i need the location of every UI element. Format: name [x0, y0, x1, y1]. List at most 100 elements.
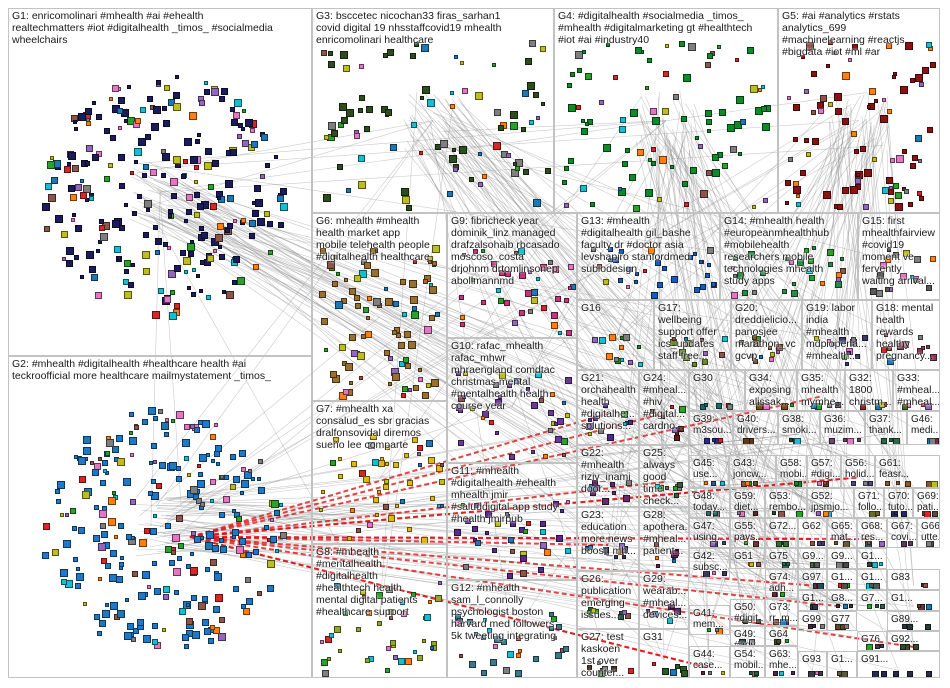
- vertex-icon: [717, 45, 721, 49]
- vertex-icon: [834, 541, 838, 545]
- vertex-icon: [812, 246, 816, 250]
- vertex-icon: [735, 58, 739, 62]
- vertex-icon: [249, 220, 256, 227]
- vertex-icon: [430, 496, 435, 501]
- vertex-icon: [349, 334, 356, 341]
- vertex-icon: [564, 298, 569, 303]
- group-cell-g16: G16: [577, 300, 654, 370]
- vertex-icon: [181, 174, 186, 179]
- vertex-icon: [182, 634, 189, 641]
- group-label: G1...: [861, 551, 884, 562]
- vertex-icon: [505, 271, 511, 277]
- vertex-icon: [134, 160, 138, 164]
- vertex-icon: [652, 662, 656, 666]
- vertex-icon: [230, 149, 237, 156]
- vertex-icon: [556, 624, 562, 630]
- vertex-icon: [194, 536, 201, 543]
- vertex-icon: [329, 633, 334, 638]
- vertex-icon: [211, 459, 215, 463]
- vertex-icon: [163, 120, 170, 127]
- vertex-icon: [896, 155, 904, 163]
- vertex-icon: [173, 156, 181, 164]
- vertex-icon: [206, 295, 211, 300]
- vertex-icon: [744, 541, 748, 545]
- vertex-icon: [440, 140, 448, 148]
- group-cell-g59: G59: diet...: [730, 488, 765, 518]
- vertex-icon: [388, 382, 392, 386]
- vertex-icon: [702, 359, 708, 365]
- vertex-icon: [492, 63, 496, 67]
- group-cell-g66: G66: utte...: [917, 518, 940, 548]
- vertex-icon: [162, 153, 170, 161]
- vertex-icon: [756, 403, 763, 410]
- vertex-icon: [471, 278, 475, 282]
- vertex-icon: [210, 625, 215, 630]
- vertex-icon: [267, 560, 275, 568]
- vertex-icon: [485, 531, 489, 535]
- vertex-icon: [104, 176, 110, 182]
- vertex-icon: [184, 219, 188, 223]
- group-cell-g55: G55: pays...: [730, 518, 765, 548]
- vertex-icon: [753, 481, 758, 486]
- vertex-icon: [772, 511, 776, 515]
- group-cell-g37: G37: thank...: [865, 411, 907, 445]
- vertex-icon: [773, 671, 778, 676]
- vertex-icon: [602, 498, 609, 505]
- vertex-icon: [700, 338, 704, 342]
- vertex-icon: [820, 281, 825, 286]
- vertex-icon: [925, 624, 931, 630]
- vertex-icon: [656, 564, 660, 568]
- vertex-icon: [190, 424, 195, 429]
- vertex-icon: [393, 301, 399, 307]
- vertex-icon: [71, 218, 75, 222]
- vertex-icon: [867, 541, 871, 545]
- vertex-icon: [401, 611, 407, 617]
- vertex-icon: [184, 270, 188, 274]
- vertex-icon: [99, 620, 106, 627]
- group-cell-g57: G57: #digi...: [807, 455, 841, 488]
- vertex-icon: [173, 92, 180, 99]
- vertex-icon: [517, 378, 521, 382]
- vertex-icon: [280, 532, 287, 539]
- vertex-icon: [168, 214, 172, 218]
- vertex-icon: [646, 609, 650, 613]
- vertex-icon: [176, 476, 182, 482]
- vertex-icon: [460, 61, 464, 65]
- group-label: G57: #digi...: [811, 458, 838, 481]
- vertex-icon: [456, 371, 461, 376]
- group-cell-g70: G70: tuto...: [884, 488, 913, 518]
- vertex-icon: [481, 670, 487, 676]
- vertex-icon: [375, 513, 379, 517]
- group-cell-g77: G77: [827, 611, 857, 631]
- vertex-icon: [708, 671, 712, 675]
- vertex-icon: [392, 330, 397, 335]
- vertex-icon: [429, 286, 437, 294]
- vertex-icon: [533, 92, 539, 98]
- vertex-icon: [750, 85, 758, 93]
- vertex-icon: [323, 194, 331, 202]
- vertex-icon: [855, 178, 861, 184]
- vertex-icon: [752, 205, 756, 209]
- vertex-icon: [736, 96, 744, 104]
- vertex-icon: [79, 476, 86, 483]
- vertex-icon: [245, 577, 251, 583]
- vertex-icon: [333, 437, 339, 443]
- vertex-icon: [80, 179, 84, 183]
- vertex-icon: [796, 202, 801, 207]
- vertex-icon: [189, 112, 197, 120]
- vertex-icon: [841, 583, 848, 590]
- vertex-icon: [591, 608, 596, 613]
- vertex-icon: [66, 260, 73, 267]
- vertex-icon: [98, 543, 106, 551]
- vertex-icon: [328, 51, 333, 56]
- vertex-icon: [700, 284, 706, 290]
- vertex-icon: [585, 122, 589, 126]
- vertex-icon: [230, 454, 236, 460]
- vertex-icon: [885, 481, 890, 486]
- vertex-icon: [129, 412, 134, 417]
- vertex-icon: [202, 619, 209, 626]
- vertex-icon: [257, 591, 262, 596]
- vertex-icon: [239, 538, 246, 545]
- vertex-icon: [645, 189, 653, 197]
- vertex-icon: [908, 202, 913, 207]
